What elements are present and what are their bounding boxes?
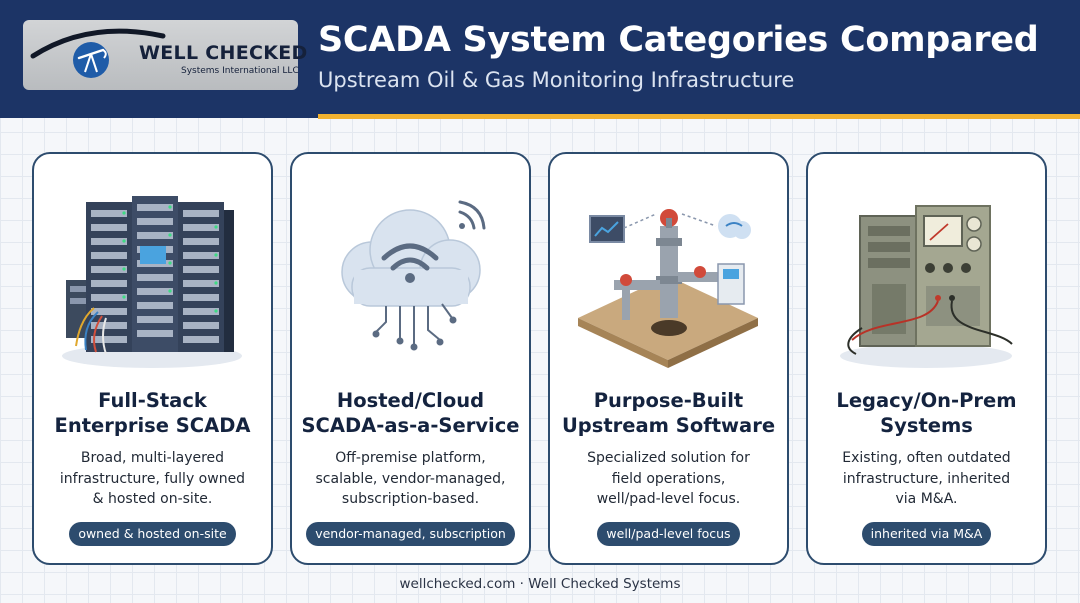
server-rack-icon [62, 196, 242, 368]
category-badge: inherited via M&A [861, 522, 992, 546]
card-legacy-systems[interactable]: Legacy/On-Prem Systems Existing, often o… [806, 152, 1047, 565]
card-cloud-scada[interactable]: Hosted/Cloud SCADA-as-a-Service Off-prem… [290, 152, 531, 565]
cloud-wifi-icon [341, 200, 486, 351]
footer-credit[interactable]: wellchecked.com · Well Checked Systems [399, 576, 681, 592]
category-badge: owned & hosted on-site [69, 522, 236, 546]
logo-name: WELL CHECKED [139, 42, 308, 64]
pumpjack-globe-icon [30, 28, 166, 78]
company-logo[interactable]: WELL CHECKED Systems International LLC [23, 20, 307, 90]
header-accent-bar [318, 114, 1080, 119]
card-description: Existing, often outdated infrastructure,… [842, 450, 1011, 507]
card-title: Purpose-Built Upstream Software [561, 389, 776, 437]
card-description: Off-premise platform, scalable, vendor-m… [315, 450, 506, 507]
category-badge: vendor-managed, subscription [306, 522, 515, 546]
card-title: Full-Stack Enterprise SCADA [54, 389, 251, 437]
legacy-hardware-icon [840, 205, 1013, 368]
category-badge: well/pad-level focus [597, 522, 740, 546]
card-title: Hosted/Cloud SCADA-as-a-Service [301, 389, 520, 437]
card-description: Specialized solution for field operation… [587, 450, 750, 507]
card-title: Legacy/On-Prem Systems [836, 389, 1017, 437]
wellhead-pad-icon [578, 209, 758, 368]
page-title: SCADA System Categories Compared [318, 20, 1039, 60]
card-description: Broad, multi-layered infrastructure, ful… [59, 450, 246, 507]
logo-tagline: Systems International LLC [181, 66, 299, 76]
card-upstream-software[interactable]: Purpose-Built Upstream Software Speciali… [548, 152, 789, 565]
page-subtitle: Upstream Oil & Gas Monitoring Infrastruc… [318, 68, 795, 92]
card-full-stack-scada[interactable]: Full-Stack Enterprise SCADA Broad, multi… [32, 152, 273, 565]
